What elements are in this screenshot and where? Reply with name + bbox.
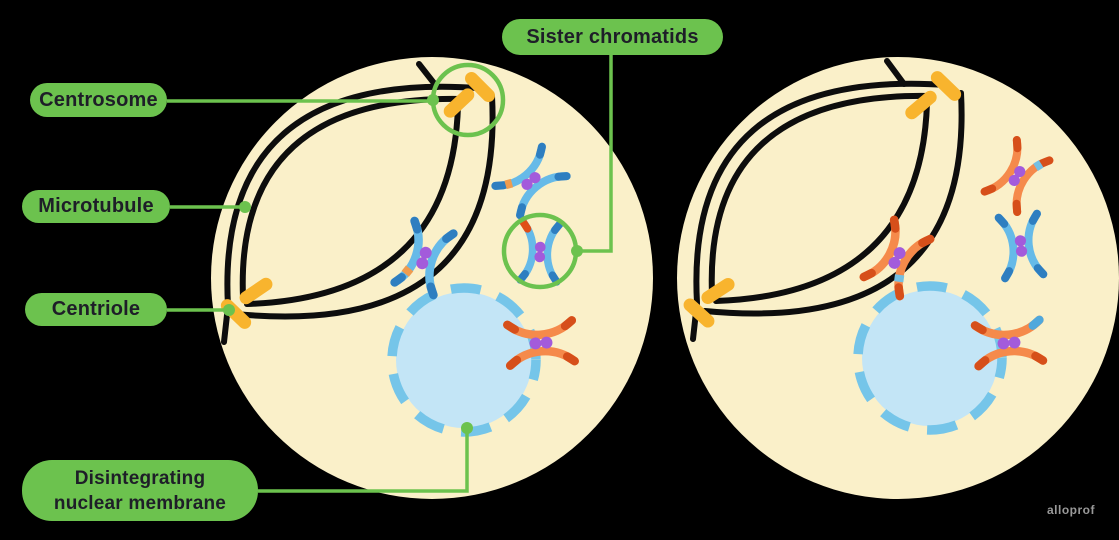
- nucleus: [862, 290, 998, 426]
- microtubule-fiber: [233, 93, 496, 320]
- chromatid-tip: [1012, 136, 1022, 153]
- label-centrosome: Centrosome: [30, 83, 167, 117]
- chromatid-tip: [491, 181, 508, 190]
- chromosome: [491, 142, 571, 220]
- microtubule-fiber: [708, 92, 933, 297]
- chromosome: [516, 218, 564, 286]
- prophase-cell-right: [677, 57, 1119, 499]
- chromatid-tip: [1037, 156, 1054, 168]
- centromere: [529, 337, 542, 350]
- centromere: [1008, 174, 1020, 187]
- label-centriole: Centriole: [25, 293, 167, 326]
- chromatid-tip: [516, 270, 529, 284]
- chromatid-tip: [1028, 209, 1041, 225]
- centromere: [534, 241, 546, 253]
- chromatid-tip: [562, 352, 579, 366]
- chromatid-tip: [426, 282, 438, 300]
- microtubule-fiber: [244, 103, 461, 307]
- leader-dot: [223, 304, 235, 316]
- centriole-shape: [930, 71, 962, 101]
- chromatid-tip: [560, 316, 577, 331]
- centriole-shape: [465, 72, 495, 102]
- centromere: [997, 337, 1010, 350]
- chromatid-tip: [535, 142, 546, 159]
- chromatid-tip: [554, 172, 571, 181]
- chromatid-tip: [1031, 351, 1048, 365]
- chromosome: [503, 316, 579, 370]
- chromosome: [390, 216, 458, 300]
- chromatid-tip: [1033, 264, 1048, 279]
- microtubule-fiber: [416, 61, 440, 90]
- chromatid-tip: [889, 215, 900, 233]
- chromatid-tip: [1028, 315, 1044, 330]
- label-sister-chromatids: Sister chromatids: [502, 19, 723, 55]
- chromosome: [994, 209, 1048, 283]
- chromatid-band: [401, 265, 414, 277]
- chromosome: [859, 215, 935, 301]
- centromere: [540, 336, 553, 349]
- chromatid-tip: [918, 234, 935, 248]
- leader-disintegrating: [258, 430, 469, 493]
- centromere: [1014, 235, 1027, 247]
- centromere: [534, 251, 546, 263]
- microtubule-fiber: [884, 58, 907, 87]
- chromatid-tip: [1001, 267, 1014, 283]
- chromatid-band: [504, 178, 514, 190]
- chromatid-tip: [548, 271, 561, 286]
- disintegrating-nuclear-membrane: [853, 281, 1007, 435]
- label-line1: Disintegrating: [74, 467, 206, 489]
- microtubule-fiber: [713, 100, 930, 304]
- prophase-cell-left: [211, 57, 653, 499]
- chromatid-tip: [980, 184, 997, 196]
- centriole-shape: [905, 90, 937, 120]
- label-microtubule: Microtubule: [22, 190, 170, 223]
- chromatid-tip: [1012, 199, 1022, 216]
- chromatid-tip: [551, 220, 564, 234]
- chromatid-tip: [516, 203, 527, 220]
- chromatid-tip: [503, 320, 520, 334]
- centromere: [521, 178, 533, 190]
- chromatid-band: [894, 274, 905, 283]
- chromatid-tip: [519, 218, 532, 233]
- chromatid-tip: [410, 216, 422, 234]
- centriole-shape: [683, 298, 715, 328]
- chromatid-tip: [970, 321, 987, 335]
- centromere: [529, 172, 541, 184]
- chromatid-band: [1033, 160, 1044, 172]
- centromere: [1015, 245, 1028, 257]
- chromosome: [980, 136, 1054, 216]
- centriole-shape: [701, 277, 735, 305]
- nucleus: [396, 292, 532, 428]
- centromere: [1008, 336, 1021, 349]
- centromere: [419, 246, 432, 259]
- centromere: [888, 256, 901, 269]
- chromatid-tip: [442, 229, 458, 243]
- centromere: [1014, 165, 1026, 178]
- centriole-shape: [239, 277, 273, 305]
- alloprof-watermark: alloprof: [1047, 503, 1095, 517]
- centriole-shape: [443, 88, 475, 118]
- leader-dot: [571, 245, 583, 257]
- centromere: [893, 247, 906, 260]
- chromatid-tip: [894, 283, 905, 301]
- chromatid-tip: [505, 355, 522, 370]
- chromatid-tip: [974, 356, 990, 371]
- label-disintegrating-nuclear-membrane: Disintegrating nuclear membrane: [22, 460, 258, 521]
- leader-dot: [239, 201, 251, 213]
- leader-dot: [427, 94, 439, 106]
- microtubule-fiber: [221, 83, 481, 345]
- label-line2: nuclear membrane: [53, 492, 227, 514]
- microtubule-fiber: [690, 80, 950, 342]
- chromatid-tip: [390, 273, 406, 287]
- leader-dot: [461, 422, 473, 434]
- leader-sister: [578, 55, 613, 253]
- chromosome: [970, 315, 1048, 371]
- chromatid-tip: [859, 268, 876, 282]
- centromere: [416, 257, 429, 270]
- chromatid-tip: [994, 213, 1009, 228]
